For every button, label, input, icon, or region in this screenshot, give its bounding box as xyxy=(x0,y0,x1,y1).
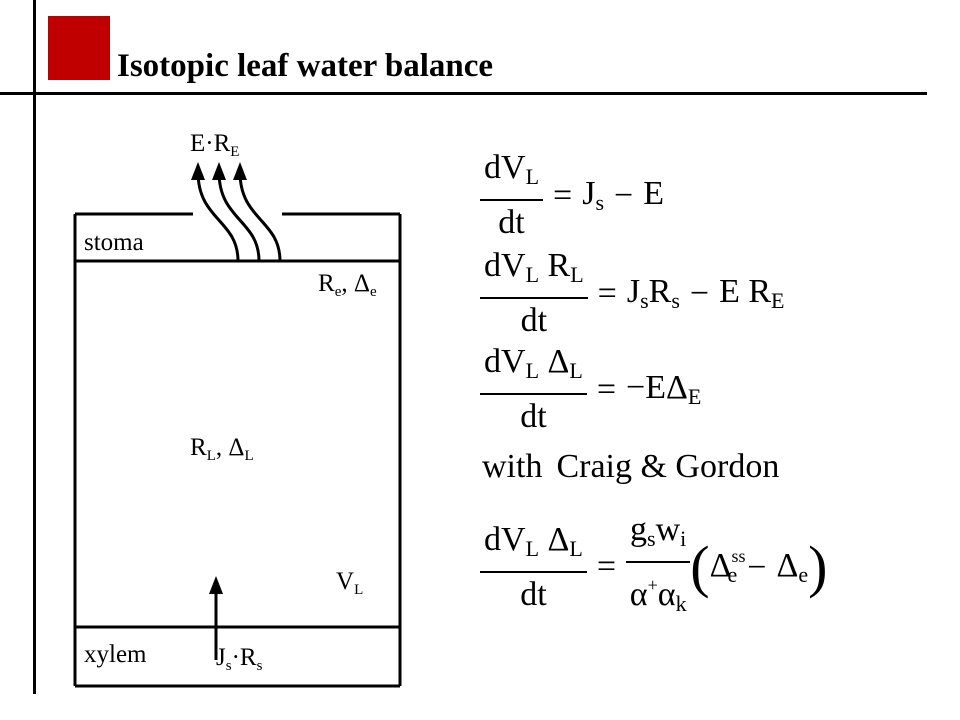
surface-ratio-symbol: Re, Δe xyxy=(318,270,377,300)
slide-title: Isotopic leaf water balance xyxy=(117,48,494,84)
evap-curve-2 xyxy=(217,171,261,262)
vertical-rule xyxy=(33,0,36,694)
evap-flux-symbol: E·RE xyxy=(190,130,240,160)
xylem-arrowhead xyxy=(209,576,223,594)
evap-curve-1 xyxy=(196,171,240,262)
evap-arrowhead-3 xyxy=(233,162,247,180)
accent-square xyxy=(48,16,110,80)
leaf-volume-symbol: VL xyxy=(336,568,364,598)
xylem-flux-symbol: Js·Rs xyxy=(216,644,263,674)
evap-arrowhead-1 xyxy=(191,162,205,180)
horizontal-rule xyxy=(0,92,927,95)
evap-arrowhead-2 xyxy=(212,162,226,180)
evap-curve-3 xyxy=(238,171,282,262)
leaf-ratio-symbol: RL, ΔL xyxy=(190,434,254,464)
xylem-label: xylem xyxy=(84,641,147,668)
stoma-label: stoma xyxy=(84,229,144,256)
